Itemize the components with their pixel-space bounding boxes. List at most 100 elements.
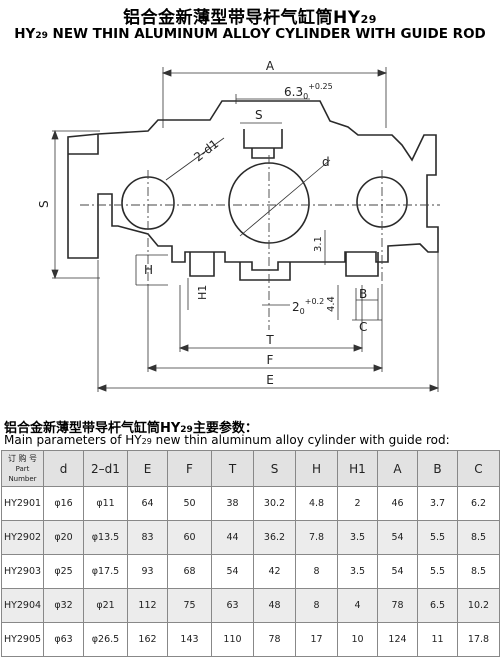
table-cell: 11	[417, 622, 458, 657]
table-row: HY2902 φ20 φ13.5 83 60 44 36.2 7.8 3.5 5…	[1, 520, 500, 555]
table-cell: φ20	[43, 520, 84, 555]
table-cell: 78	[253, 622, 296, 657]
table-row: HY2903 φ25 φ17.5 93 68 54 42 8 3.5 54 5.…	[1, 554, 500, 589]
label-3-1: 3.1	[313, 236, 324, 252]
right-guide-bore	[356, 176, 408, 228]
label-A: A	[266, 59, 275, 73]
column-header: 2–d1	[83, 450, 128, 487]
label-S-left: S	[37, 200, 51, 208]
label-E: E	[266, 373, 274, 387]
top-slot-inner	[251, 148, 275, 159]
table-cell: 42	[253, 554, 296, 589]
column-header: A	[377, 450, 418, 487]
title-english-text: NEW THIN ALUMINUM ALLOY CYLINDER WITH GU…	[47, 26, 486, 42]
column-header: C	[457, 450, 500, 487]
table-cell: 8	[295, 554, 338, 589]
table-cell: 5.5	[417, 554, 458, 589]
params-heading-english-series: 29	[141, 437, 152, 446]
table-cell: 6.5	[417, 588, 458, 623]
table-row: HY2905 φ63 φ26.5 162 143 110 78 17 10 12…	[1, 622, 500, 657]
params-heading-english: Main parameters of HY29 new thin aluminu…	[4, 433, 450, 447]
table-cell: φ25	[43, 554, 84, 589]
table-cell: HY2902	[1, 520, 44, 555]
table-cell: HY2904	[1, 588, 44, 623]
table-cell: 6.2	[457, 486, 500, 521]
params-heading-english-suffix: new thin aluminum alloy cylinder with gu…	[151, 433, 450, 447]
table-cell: φ26.5	[83, 622, 128, 657]
column-header: d	[43, 450, 84, 487]
table-cell: 44	[211, 520, 254, 555]
params-heading-chinese-series: 29	[180, 425, 193, 435]
table-cell: 54	[211, 554, 254, 589]
table-cell: φ21	[83, 588, 128, 623]
label-C: C	[359, 320, 367, 334]
table-row: HY2901 φ16 φ11 64 50 38 30.2 4.8 2 46 3.…	[1, 486, 500, 521]
table-cell: φ13.5	[83, 520, 128, 555]
params-heading-chinese-suffix: 主要参数：	[192, 421, 258, 436]
label-2-d1: 2-d1	[191, 137, 221, 165]
table-cell: 63	[211, 588, 254, 623]
table-cell: 3.7	[417, 486, 458, 521]
part-number-header-en: Part Number	[8, 464, 37, 483]
table-cell: 75	[167, 588, 212, 623]
title-english: HY29 NEW THIN ALUMINUM ALLOY CYLINDER WI…	[0, 26, 500, 42]
part-number-header-cn: 订 购 号	[7, 453, 38, 463]
table-cell: 54	[377, 520, 418, 555]
label-S-top: S	[255, 108, 263, 122]
table-cell: 10.2	[457, 588, 500, 623]
label-4-4: 4.4	[326, 296, 337, 312]
table-cell: 162	[127, 622, 168, 657]
table-cell: 143	[167, 622, 212, 657]
table-cell: 48	[253, 588, 296, 623]
table-cell: 3.5	[337, 554, 378, 589]
table-cell: 17.8	[457, 622, 500, 657]
table-cell: 8	[295, 588, 338, 623]
table-cell: 8.5	[457, 554, 500, 589]
table-cell: 17	[295, 622, 338, 657]
left-lower-slot	[189, 252, 215, 277]
body-outline	[67, 100, 439, 271]
table-cell: 2	[337, 486, 378, 521]
title-english-series: 29	[35, 31, 48, 41]
table-cell: 50	[167, 486, 212, 521]
mid-lower-slot	[239, 262, 291, 281]
table-cell: 7.8	[295, 520, 338, 555]
table-cell: 54	[377, 554, 418, 589]
right-lower-slot	[345, 252, 379, 277]
title-english-prefix: HY	[14, 26, 36, 42]
title-chinese-text: 铝合金新薄型带导杆气缸筒HY	[123, 8, 361, 28]
title-chinese: 铝合金新薄型带导杆气缸筒HY29	[0, 3, 500, 28]
table-cell: 124	[377, 622, 418, 657]
table-cell: HY2901	[1, 486, 44, 521]
label-F: F	[267, 353, 274, 367]
table-cell: 30.2	[253, 486, 296, 521]
column-header: T	[211, 450, 254, 487]
table-cell: 93	[127, 554, 168, 589]
table-cell: 8.5	[457, 520, 500, 555]
table-cell: 3.5	[337, 520, 378, 555]
label-H1: H1	[196, 285, 209, 300]
table-cell: HY2903	[1, 554, 44, 589]
table-cell: 4.8	[295, 486, 338, 521]
table-cell: φ63	[43, 622, 84, 657]
params-heading-chinese-text: 铝合金新薄型带导杆气缸筒HY	[4, 421, 181, 436]
cylinder-cross-section-drawing: A 6.30+0.25 S 2-d1 d S H H1 3.1 4.4 20+0…	[37, 59, 440, 392]
table-cell: 68	[167, 554, 212, 589]
column-header: S	[253, 450, 296, 487]
table-cell: 4	[337, 588, 378, 623]
table-cell: 83	[127, 520, 168, 555]
column-header: H	[295, 450, 338, 487]
table-cell: 38	[211, 486, 254, 521]
table-cell: 78	[377, 588, 418, 623]
label-d: d	[322, 155, 330, 169]
label-tolerance-6-3: 6.30+0.25	[284, 82, 333, 101]
label-T: T	[265, 333, 274, 347]
table-cell: φ11	[83, 486, 128, 521]
table-cell: 110	[211, 622, 254, 657]
label-2-tolerance: 20+0.2	[292, 297, 324, 316]
table-cell: 5.5	[417, 520, 458, 555]
top-slot	[243, 129, 283, 149]
